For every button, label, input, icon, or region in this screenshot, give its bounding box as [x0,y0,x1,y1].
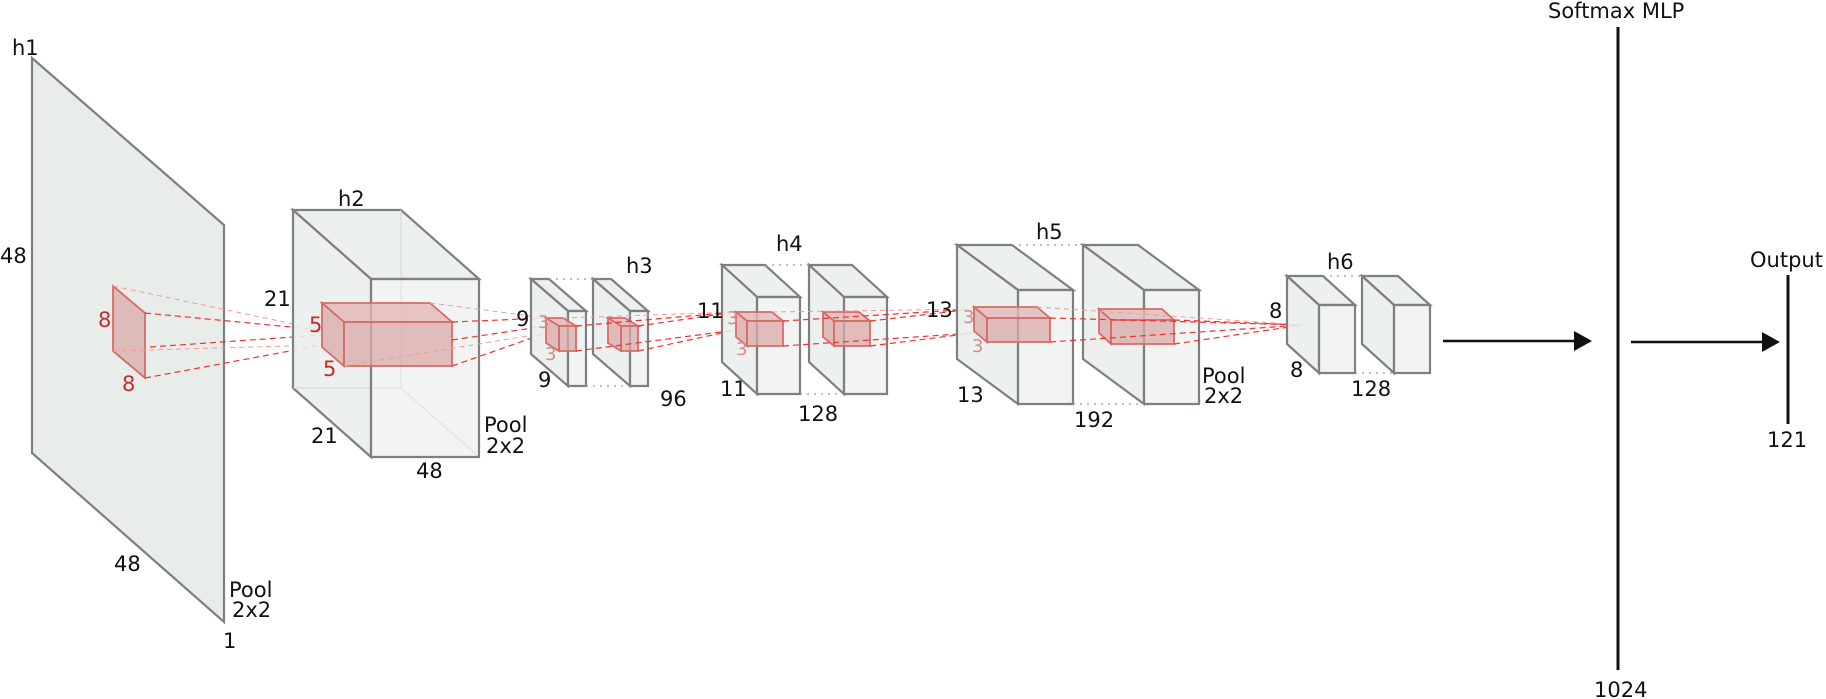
h3-kernel-height-label: 3 [538,312,549,333]
layer-h6: h6 8 8 128 [1269,250,1433,401]
h3-height-label: 9 [516,307,529,331]
h3-label: h3 [626,254,653,278]
rf-lines-h4-h5 [771,308,975,347]
h6-height-label: 8 [1269,299,1282,323]
layer-h2: h2 21 21 48 Pool 2x2 5 5 [264,187,527,483]
h4-kernel-width-label: 3 [736,339,747,360]
output-units-label: 121 [1767,428,1807,452]
h2-depth-label: 48 [416,459,443,483]
h2-height-label: 21 [264,287,291,311]
h2-pool-label: Pool [484,413,527,437]
h2-pool-size-label: 2x2 [486,434,525,458]
h5-pool-size-label: 2x2 [1204,384,1243,408]
h2-kernel-front [343,321,453,367]
h4-label: h4 [776,232,803,256]
layer-h4: h4 11 11 128 3 3 [697,232,890,426]
h1-pool-label: Pool [229,578,272,602]
h5-depth-label: 192 [1074,408,1114,432]
h3-depth-label: 96 [660,387,687,411]
h3-kernel-width-label: 3 [545,344,556,365]
h1-pool-size-label: 2x2 [232,598,271,622]
h2-kernel-width-label: 5 [323,357,336,381]
h4-height-label: 11 [697,299,724,323]
arrow-mlp-to-output [1631,332,1780,352]
h2-width-label: 21 [311,424,338,448]
h6-label: h6 [1327,250,1354,274]
h3-width-label: 9 [538,368,551,392]
output-title: Output [1750,248,1823,272]
h1-label: h1 [12,36,39,60]
h5-kernel-height-label: 3 [963,307,974,328]
h1-kernel-width-label: 8 [122,372,135,396]
layer-h3: h3 9 9 96 3 3 [516,254,687,411]
h1-width-label: 48 [114,552,141,576]
arrow-h6-to-mlp [1443,331,1592,351]
h6-depth-label: 128 [1351,377,1391,401]
h5-height-label: 13 [926,298,953,322]
h5-width-label: 13 [957,383,984,407]
h6-width-label: 8 [1290,358,1303,382]
h5-kernel-width-label: 3 [972,336,983,357]
h2-kernel-height-label: 5 [309,313,322,337]
layer-h1: h1 48 48 1 Pool 2x2 8 8 [0,36,272,653]
h2-label: h2 [338,187,365,211]
mlp-layer: Softmax MLP 1024 [1548,0,1684,699]
mlp-title: Softmax MLP [1548,0,1684,23]
h5-pool-label: Pool [1202,364,1245,388]
h1-kernel-height-label: 8 [98,308,111,332]
h4-width-label: 11 [720,377,747,401]
layer-h5: h5 13 13 192 Pool 2x2 3 3 [926,220,1245,432]
rf-lines-h5-h6 [1036,306,1304,345]
h1-depth-label: 1 [223,629,236,653]
rf-lines-h3-h4 [562,311,737,352]
mlp-units-label: 1024 [1594,678,1647,699]
h4-depth-label: 128 [798,402,838,426]
h4-kernel-height-label: 3 [727,308,738,329]
h1-height-label: 48 [0,244,27,268]
output-layer: Output 121 [1750,248,1823,452]
h5-label: h5 [1036,220,1063,244]
